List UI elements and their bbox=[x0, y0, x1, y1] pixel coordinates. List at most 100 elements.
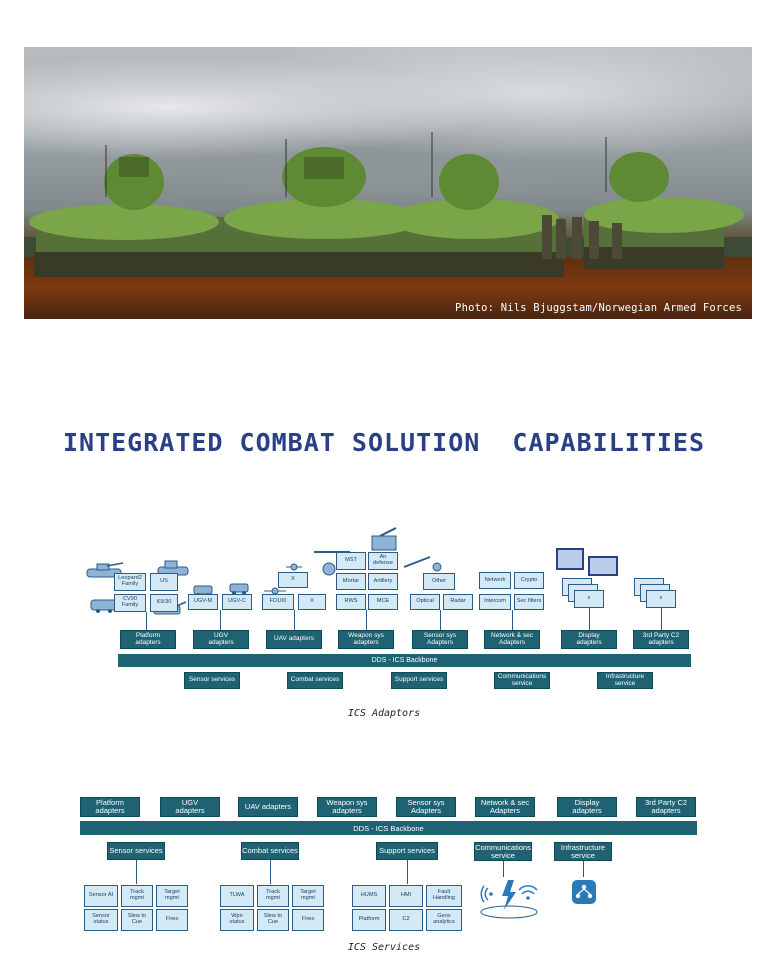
device-sec-filters: Sec filters bbox=[514, 594, 544, 610]
hero-photo: Photo: Nils Bjuggstam/Norwegian Armed Fo… bbox=[24, 47, 752, 319]
connector bbox=[661, 608, 662, 630]
support-services: Support services bbox=[376, 842, 438, 860]
missile-icon bbox=[403, 556, 431, 568]
device-intercom: Intercom bbox=[479, 594, 511, 610]
hums: HUMS bbox=[352, 885, 386, 907]
display-screen-icon bbox=[588, 556, 618, 576]
dds-backbone: DDS - ICS Backbone bbox=[118, 654, 691, 667]
device-crypto: Crypto bbox=[514, 572, 544, 589]
uav-adapters: UAV adapters bbox=[266, 630, 322, 649]
connector bbox=[294, 610, 295, 630]
sensor-ai: Sensor AI bbox=[84, 885, 118, 907]
page-title: INTEGRATED COMBAT SOLUTION CAPABILITIES bbox=[62, 428, 706, 457]
soldiers bbox=[542, 215, 622, 259]
device-radar: Radar bbox=[443, 594, 473, 610]
connector bbox=[512, 610, 513, 630]
device-uav-x2: X bbox=[298, 594, 326, 610]
device-k9: K9/30 bbox=[150, 594, 178, 612]
display-screen-icon bbox=[556, 548, 584, 570]
support-services: Support services bbox=[391, 672, 447, 689]
services-caption: ICS Services bbox=[347, 942, 421, 953]
tlwa: TLWA bbox=[220, 885, 254, 907]
connector bbox=[589, 608, 590, 630]
apc-icon bbox=[90, 599, 118, 613]
connector bbox=[583, 861, 584, 877]
combat-services: Combat services bbox=[287, 672, 343, 689]
c2: C2 bbox=[389, 909, 423, 931]
connector bbox=[503, 861, 504, 877]
device-mce: MCE bbox=[368, 594, 398, 610]
device-ugv-m: UGV-M bbox=[188, 594, 218, 610]
device-uav-x: X bbox=[278, 572, 308, 588]
platform: Platform bbox=[352, 909, 386, 931]
connector bbox=[220, 610, 221, 630]
dds-backbone: DDS - ICS Backbone bbox=[80, 821, 697, 835]
vehicle-4 bbox=[584, 152, 744, 269]
wireless-network-icon bbox=[480, 880, 538, 919]
device-other: Other bbox=[423, 573, 455, 590]
device-network: Network bbox=[479, 572, 511, 589]
photo-credit: Photo: Nils Bjuggstam/Norwegian Armed Fo… bbox=[455, 302, 742, 314]
connector bbox=[440, 610, 441, 630]
sensor-icon bbox=[432, 562, 442, 572]
hmi: HMI bbox=[389, 885, 423, 907]
turret-icon bbox=[322, 562, 336, 576]
device-artillery: Artillery bbox=[368, 573, 398, 590]
vehicle-1 bbox=[29, 154, 229, 277]
device-optical: Optical bbox=[410, 594, 440, 610]
sensor-services: Sensor services bbox=[107, 842, 165, 860]
vehicles-illustration bbox=[29, 132, 744, 277]
device-mst: MST bbox=[336, 552, 366, 570]
device-us: US bbox=[150, 573, 178, 591]
adaptors-caption: ICS Adaptors bbox=[347, 708, 421, 719]
combat-services: Combat services bbox=[241, 842, 299, 860]
air-defense-icon bbox=[371, 527, 397, 551]
vehicle-3 bbox=[389, 154, 564, 277]
chip-icon bbox=[572, 880, 596, 904]
fires: Fires bbox=[156, 909, 188, 931]
device-mortar: Mortar bbox=[336, 573, 366, 590]
sensor-services: Sensor services bbox=[184, 672, 240, 689]
connector bbox=[146, 612, 147, 630]
uav-adapters: UAV adapters bbox=[238, 797, 298, 817]
drone-icon bbox=[286, 563, 302, 571]
connector bbox=[407, 860, 408, 884]
device-display-x: x bbox=[574, 590, 604, 608]
device-ugv-c: UGV-C bbox=[222, 594, 252, 610]
connector bbox=[270, 860, 271, 884]
vehicle-2 bbox=[219, 147, 424, 277]
device-fd100: FD100 bbox=[262, 594, 294, 610]
connector bbox=[136, 860, 137, 884]
device-rws: RWS bbox=[336, 594, 366, 610]
